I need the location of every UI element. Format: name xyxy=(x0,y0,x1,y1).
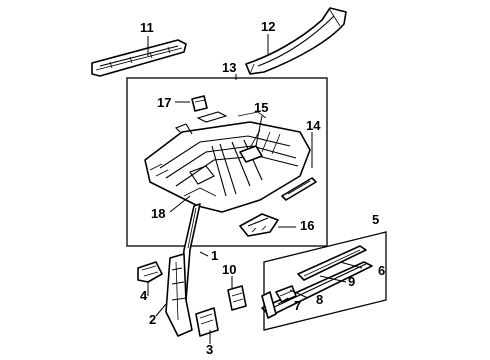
part-4-panel xyxy=(137,261,163,283)
callout-labels: 11 12 13 17 15 14 18 16 1 5 6 10 4 9 8 7… xyxy=(140,19,385,357)
callout-14: 14 xyxy=(306,118,321,133)
callout-2: 2 xyxy=(149,312,156,327)
callout-13: 13 xyxy=(222,60,236,75)
callout-15: 15 xyxy=(254,100,268,115)
callout-5: 5 xyxy=(372,212,379,227)
assembly-box-13 xyxy=(126,77,328,247)
part-17-bracket xyxy=(191,95,208,112)
part-11-rail xyxy=(91,39,187,77)
callout-16: 16 xyxy=(300,218,314,233)
callout-9: 9 xyxy=(348,274,355,289)
part-9-inner-rocker xyxy=(297,245,367,281)
callout-3: 3 xyxy=(206,342,213,357)
part-15-tunnel-brace xyxy=(239,145,263,163)
callout-12: 12 xyxy=(261,19,275,34)
part-12-brace xyxy=(245,7,347,75)
part-10-bracket xyxy=(227,285,247,311)
part-16-bracket xyxy=(239,213,279,237)
callout-4: 4 xyxy=(140,288,148,303)
part-14-strip xyxy=(281,177,317,201)
part-3-bracket xyxy=(195,307,219,337)
callout-11: 11 xyxy=(140,20,154,35)
callout-10: 10 xyxy=(222,262,236,277)
part-7-tab xyxy=(261,291,277,319)
callout-7: 7 xyxy=(294,298,301,313)
leader-lines xyxy=(147,34,363,344)
callout-8: 8 xyxy=(316,292,323,307)
part-2-lower-pillar xyxy=(165,253,193,337)
callout-18: 18 xyxy=(151,206,165,221)
callout-1: 1 xyxy=(211,248,218,263)
callout-6: 6 xyxy=(378,263,385,278)
callout-17: 17 xyxy=(157,95,171,110)
